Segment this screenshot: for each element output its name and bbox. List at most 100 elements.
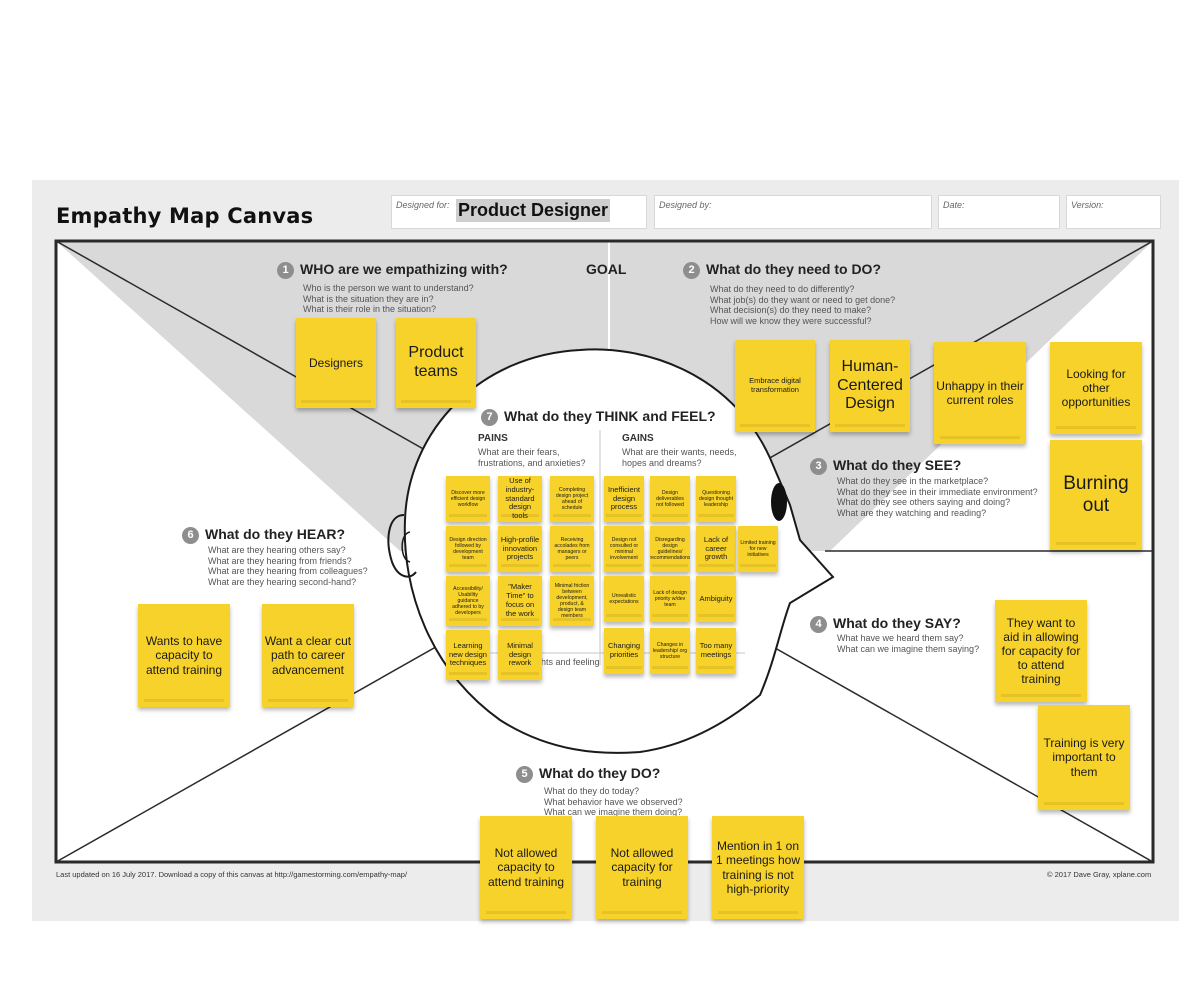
sticky-note[interactable]: Changing priorities [604,628,644,674]
sticky-note[interactable]: Changes in leadership/ org structure [650,628,690,674]
sticky-note[interactable]: Human-Centered Design [830,340,910,432]
see-question: What are they watching and reading? [837,507,987,518]
who-title: 1 WHO are we empathizing with? [277,261,508,279]
date-field[interactable]: Date: [938,195,1060,229]
section-number-badge: 4 [810,616,827,633]
see-question: What do they see in their immediate envi… [837,486,1038,497]
sticky-note[interactable]: Lack of design priority w/dev team [650,576,690,622]
do-question: What do they do today? [544,786,640,796]
hear-question: What are they hearing from friends? [208,555,352,566]
section-number-badge: 7 [481,409,498,426]
do-need-title-text: What do they need to DO? [706,261,881,277]
sticky-note[interactable]: Not allowed capacity to attend training [480,816,572,919]
section-number-badge: 3 [810,458,827,475]
sticky-note[interactable]: Lack of career growth [696,526,736,572]
sticky-note[interactable]: Disregarding design guidelines/ recommen… [650,526,690,572]
do-need-question: What do they need to do differently? [710,284,855,294]
see-question: What do they see others saying and doing… [837,497,1011,508]
sticky-note[interactable]: "Maker Time" to focus on the work [498,576,542,626]
sticky-note[interactable]: Product teams [396,318,476,408]
sticky-note[interactable]: Inefficient design process [604,476,644,522]
see-question: What do they see in the marketplace? [837,476,989,486]
say-title-text: What do they SAY? [833,615,961,631]
sticky-note[interactable]: Receiving accolades from managers or pee… [550,526,594,572]
footer-right-text: © 2017 Dave Gray, xplane.com [1047,870,1152,879]
sticky-note[interactable]: Unrealistic expectations [604,576,644,622]
hear-question: What are they hearing second-hand? [208,576,357,587]
do-need-question: What job(s) do they want or need to get … [710,294,896,305]
do-need-questions: What do they need to do differently? Wha… [710,284,895,326]
section-number-badge: 5 [516,766,533,783]
think-title-text: What do they THINK and FEEL? [504,408,716,424]
version-field[interactable]: Version: [1066,195,1161,229]
sticky-note[interactable]: Looking for other opportunities [1050,342,1142,434]
who-questions: Who is the person we want to understand?… [303,283,474,315]
date-label: Date: [943,200,965,210]
think-feel-hidden-text: ghts and feeling [536,657,600,667]
designed-for-label: Designed for: [396,200,450,210]
sticky-note[interactable]: Use of industry-standard design tools [498,476,542,522]
who-question: Who is the person we want to understand? [303,283,474,293]
sticky-note[interactable]: Burning out [1050,440,1142,550]
who-title-text: WHO are we empathizing with? [300,261,508,277]
sticky-note[interactable]: Minimal friction between development, pr… [550,576,594,626]
gains-question: What are their wants, needs, hopes and d… [622,447,737,468]
who-question: What is their role in the situation? [303,304,437,315]
sticky-note[interactable]: Mention in 1 on 1 meetings how training … [712,816,804,919]
who-question: What is the situation they are in? [303,293,434,304]
designed-by-label: Designed by: [659,200,712,210]
sticky-note[interactable]: Discover more efficient design workflow [446,476,490,522]
sticky-note[interactable]: Not allowed capacity for training [596,816,688,919]
sticky-note[interactable]: Limited training for new initiatives [738,526,778,572]
sticky-note[interactable]: Minimal design rework [498,630,542,680]
sticky-note[interactable]: Design direction followed by development… [446,526,490,572]
head-ear [387,514,417,578]
hear-title: 6 What do they HEAR? [182,526,345,544]
do-need-title: 2 What do they need to DO? [683,261,881,279]
see-title: 3 What do they SEE? [810,457,961,475]
say-questions: What have we heard them say? What can we… [837,633,979,654]
sticky-note[interactable]: Questioning design thought leadership [696,476,736,522]
sticky-note[interactable]: Wants to have capacity to attend trainin… [138,604,230,707]
sticky-note[interactable]: They want to aid in allowing for capacit… [995,600,1087,702]
designed-by-field[interactable]: Designed by: [654,195,932,229]
section-number-badge: 2 [683,262,700,279]
sticky-note[interactable]: Too many meetings [696,628,736,674]
sticky-note[interactable]: Embrace digital transformation [735,340,815,432]
see-questions: What do they see in the marketplace? Wha… [837,476,1038,518]
pains-label: PAINS [478,433,508,444]
do-questions: What do they do today? What behavior hav… [544,786,683,818]
say-question: What can we imagine them saying? [837,643,980,654]
hear-question: What are they hearing from colleagues? [208,566,368,577]
do-need-question: What decision(s) do they need to make? [710,305,872,316]
see-title-text: What do they SEE? [833,457,962,473]
say-title: 4 What do they SAY? [810,615,961,633]
do-question: What can we imagine them doing? [544,807,683,818]
pains-question: What are their fears, frustrations, and … [478,447,586,468]
do-need-question: How will we know they were successful? [710,315,872,326]
gains-label: GAINS [622,433,654,444]
sticky-note[interactable]: Completing design project ahead of sched… [550,476,594,522]
section-number-badge: 1 [277,262,294,279]
sticky-note[interactable]: Training is very important to them [1038,705,1130,810]
sticky-note[interactable]: Accessibility/ Usability guidance adhere… [446,576,490,626]
goal-label: GOAL [586,261,627,277]
sticky-note[interactable]: High-profile innovation projects [498,526,542,572]
head-ear-inner [401,531,411,563]
hear-question: What are they hearing others say? [208,545,346,555]
designed-for-value: Product Designer [456,199,611,222]
sticky-note[interactable]: Designers [296,318,376,408]
sticky-note[interactable]: Ambiguity [696,576,736,622]
footer-left-text: Last updated on 16 July 2017. Download a… [56,870,408,879]
sticky-note[interactable]: Design not consulted or minimal involvem… [604,526,644,572]
sticky-note[interactable]: Want a clear cut path to career advancem… [262,604,354,707]
designed-for-field[interactable]: Designed for: Product Designer [391,195,647,229]
section-number-badge: 6 [182,527,199,544]
sticky-note[interactable]: Unhappy in their current roles [934,342,1026,444]
hear-title-text: What do they HEAR? [205,526,345,542]
sticky-note[interactable]: Design deliverables not followed [650,476,690,522]
do-question: What behavior have we observed? [544,796,683,807]
sticky-note[interactable]: Learning new design techniques [446,630,490,680]
think-title: 7 What do they THINK and FEEL? [481,408,716,426]
